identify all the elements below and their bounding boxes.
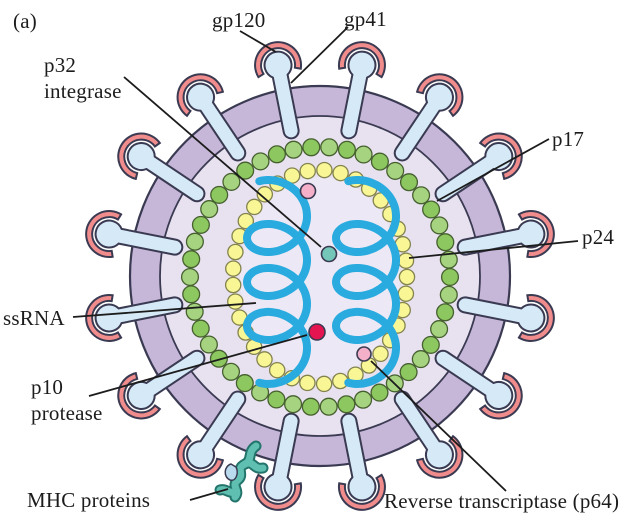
integrase-dot (320, 245, 338, 263)
p24-capsid-ring (224, 161, 416, 393)
label-p32-line2: integrase (44, 79, 122, 103)
label-gp120: gp120 (212, 8, 266, 32)
leader-mhc (189, 488, 229, 501)
leader-gp41 (290, 26, 349, 84)
panel-label: (a) (13, 9, 37, 33)
ssrna-strand-right (331, 176, 400, 389)
leader-ssrna (72, 302, 257, 318)
label-p32-line1: p32 (44, 53, 77, 77)
leader-lines (72, 26, 579, 501)
label-p10-protease: p10 protease (31, 374, 103, 426)
label-mhc-proteins: MHC proteins (27, 488, 151, 512)
leader-p10 (88, 334, 308, 397)
leader-p24 (408, 240, 579, 259)
leader-p17 (436, 138, 550, 202)
rt-dot (356, 346, 372, 362)
label-p10-line1: p10 (31, 375, 64, 399)
protease-dot (308, 323, 326, 341)
mhc-protein-small-piece (224, 463, 238, 482)
leader-rt (370, 360, 507, 492)
label-gp41: gp41 (344, 7, 387, 31)
ssrna-strand-left (242, 176, 311, 389)
label-p10-line2: protease (31, 401, 103, 425)
mhc-protein-shape (214, 440, 269, 503)
label-p32-integrase: p32 integrase (44, 52, 122, 104)
label-reverse-transcriptase: Reverse transcriptase (p64) (384, 489, 620, 513)
leader-p32 (123, 76, 322, 248)
label-p24: p24 (582, 225, 615, 249)
rt-dot-top (299, 182, 317, 200)
leader-gp120 (239, 30, 277, 53)
p17-matrix-ring (180, 138, 460, 416)
label-ssrna: ssRNA (3, 306, 65, 330)
label-p17: p17 (552, 127, 585, 151)
